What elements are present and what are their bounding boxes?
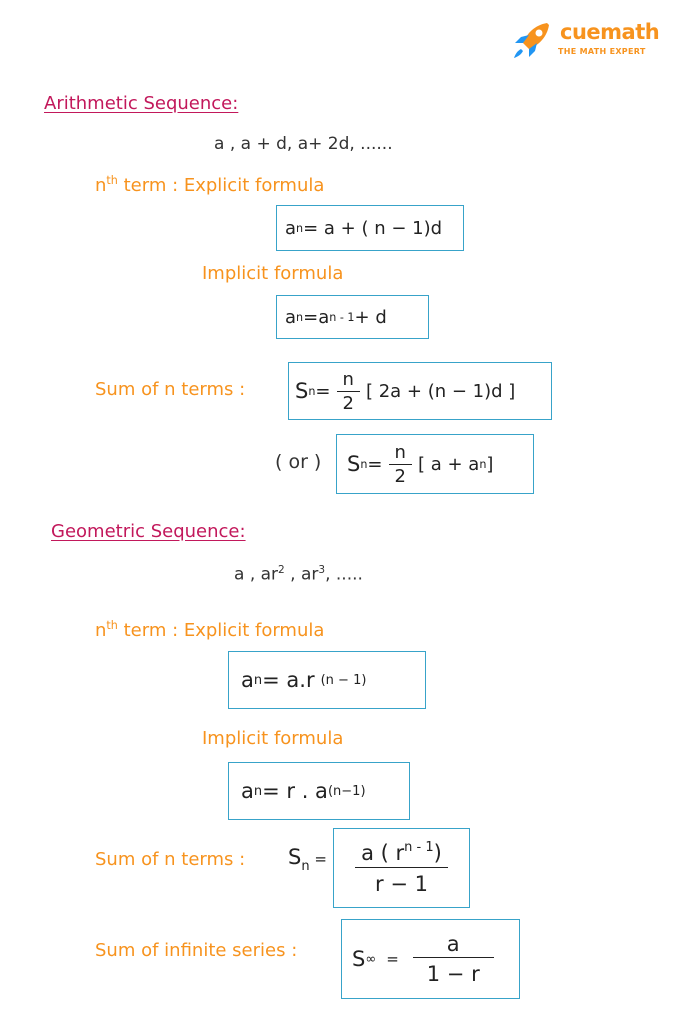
geometric-nth-term-label: nth term : Explicit formula (95, 619, 325, 641)
arithmetic-heading: Arithmetic Sequence: (44, 93, 239, 114)
infinite-sum-label: Sum of infinite series : (95, 940, 298, 961)
brand-name: cuemath (560, 20, 660, 44)
geometric-sum-label: Sum of n terms : (95, 849, 246, 870)
geometric-heading: Geometric Sequence: (51, 521, 246, 542)
geometric-sum-fraction: a ( rn - 1) r − 1 (355, 840, 448, 896)
arithmetic-nth-term-label: nth term : Explicit formula (95, 174, 325, 196)
arithmetic-sum-label: Sum of n terms : (95, 379, 246, 400)
brand-tagline: THE MATH EXPERT (558, 47, 646, 56)
arithmetic-implicit-label: Implicit formula (202, 263, 344, 284)
or-label: ( or ) (275, 451, 322, 473)
geometric-sequence: a , ar2 , ar3, ..... (234, 564, 363, 585)
geometric-implicit-label: Implicit formula (202, 728, 344, 749)
arithmetic-sequence: a , a + d, a+ 2d, ...... (214, 134, 393, 154)
geometric-sum-lhs: Sn = (288, 845, 327, 874)
rocket-icon (514, 23, 549, 58)
geometric-sum-formula: a ( rn - 1) r − 1 (333, 828, 470, 908)
